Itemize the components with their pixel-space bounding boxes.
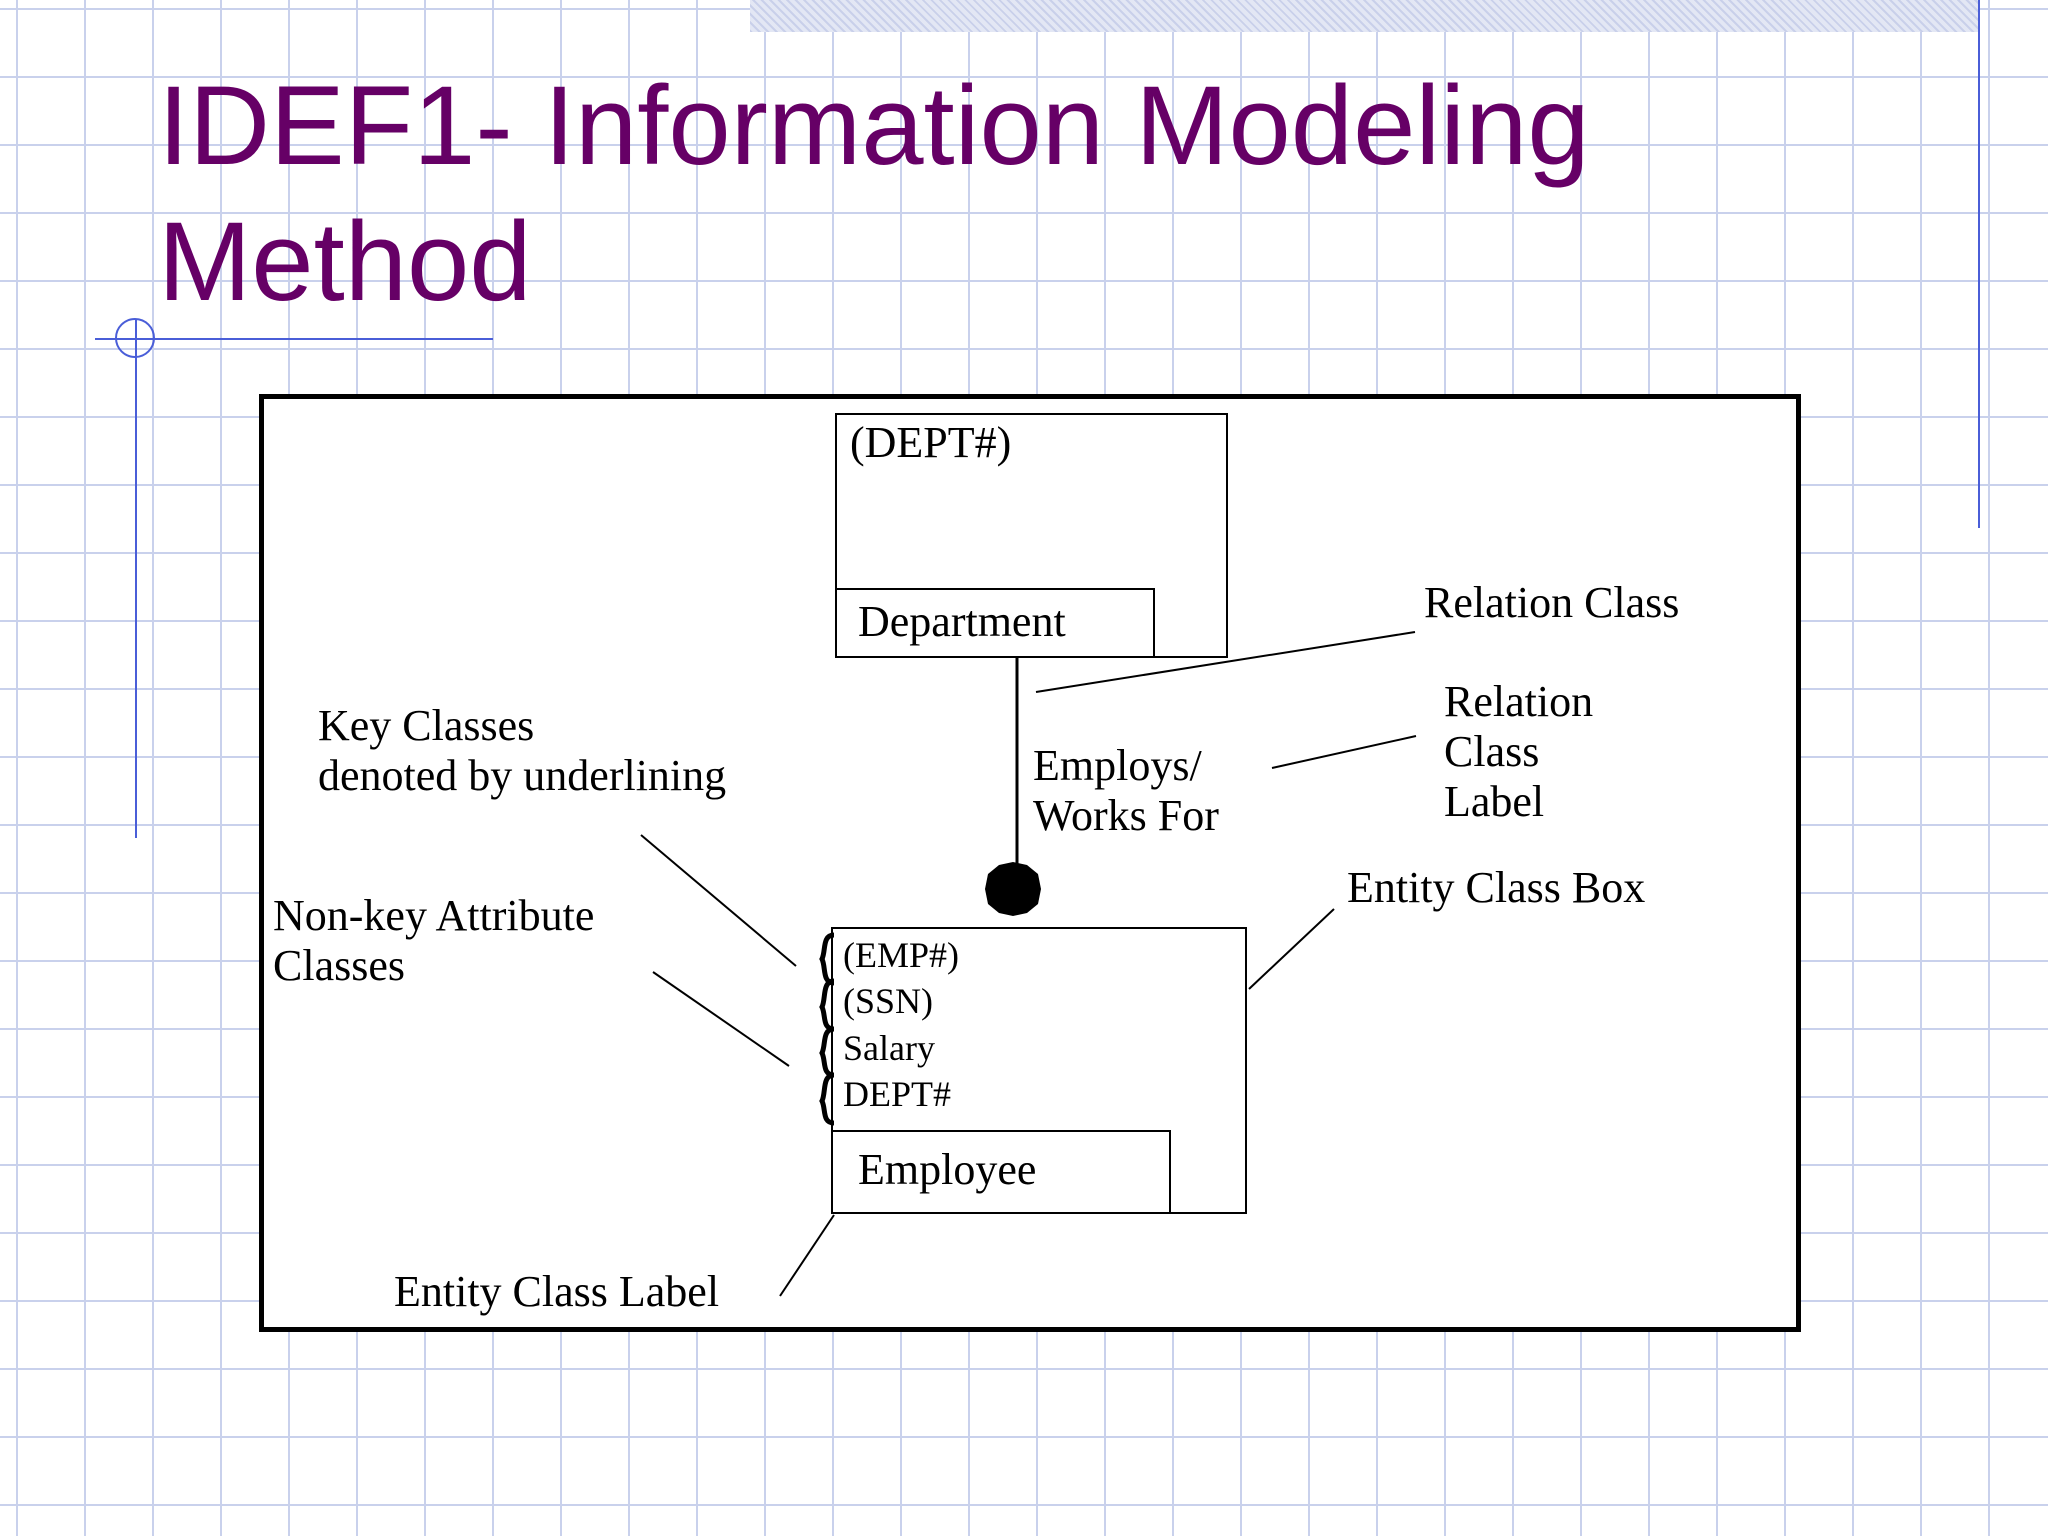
relation-class-label: Employs/ Works For	[1033, 741, 1219, 840]
emp-attribute-dept-fk: DEPT#	[843, 1074, 951, 1114]
callout-relation-class-label: Relation Class Label	[1444, 677, 1594, 826]
leader-relation-class-label	[1271, 735, 1417, 769]
leader-entity-class-label	[779, 1214, 835, 1297]
emp-attribute-salary: Salary	[843, 1028, 935, 1068]
header-pattern	[750, 0, 1980, 32]
callout-relation-class: Relation Class	[1424, 578, 1680, 627]
relation-dot	[985, 862, 1041, 916]
department-label-box	[835, 588, 1155, 658]
title-line-2: Method	[158, 199, 532, 324]
title-underline	[95, 338, 493, 340]
emp-attribute-emp-key: (EMP#)	[843, 935, 959, 975]
department-key-attribute: (DEPT#)	[850, 418, 1012, 467]
department-entity-label: Department	[858, 597, 1066, 646]
callout-entity-class-label: Entity Class Label	[394, 1267, 720, 1316]
callout-nonkey-classes: Non-key Attribute Classes	[273, 891, 595, 990]
emp-attribute-ssn-key: (SSN)	[843, 981, 934, 1021]
callout-key-classes: Key Classes denoted by underlining	[318, 701, 727, 800]
employee-entity-label: Employee	[858, 1145, 1037, 1194]
leader-entity-class-box	[1248, 908, 1335, 990]
slide-margin-line	[1978, 0, 1980, 528]
idef1-diagram: (DEPT#) Department Employs/ Works For (E…	[259, 394, 1801, 1332]
left-margin-line	[135, 320, 137, 838]
brace-nonkey-1	[819, 1026, 835, 1078]
leader-key-classes	[640, 834, 797, 967]
title-line-1: IDEF1- Information Modeling	[158, 63, 1590, 188]
brace-key-1	[819, 932, 835, 986]
brace-key-2	[819, 978, 835, 1032]
brace-nonkey-2	[819, 1072, 835, 1126]
callout-entity-class-box: Entity Class Box	[1347, 863, 1646, 912]
diagram-lines	[640, 413, 1417, 1297]
employee-label-box	[831, 1130, 1171, 1214]
slide-title: IDEF1- Information Modeling Method	[158, 58, 1858, 330]
leader-nonkey-classes	[652, 971, 790, 1067]
leader-relation-class	[1035, 631, 1416, 693]
margin-ring-ornament	[115, 318, 155, 358]
